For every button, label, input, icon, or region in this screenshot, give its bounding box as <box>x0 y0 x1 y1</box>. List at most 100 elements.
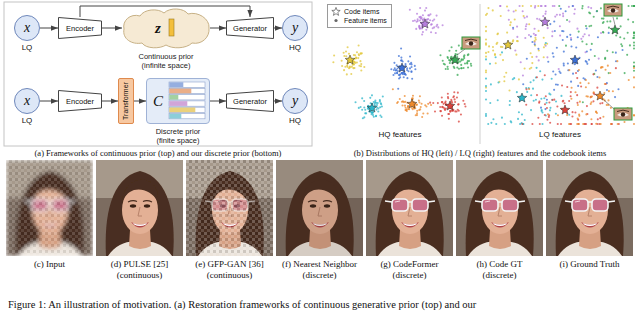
feature-dot <box>595 111 597 113</box>
generator-block: Generator <box>226 17 274 39</box>
feature-dot <box>592 100 594 102</box>
feature-dot <box>409 67 411 69</box>
feature-dot <box>379 99 381 101</box>
feature-dot <box>372 111 374 113</box>
quality-tag: HQ <box>271 116 319 125</box>
flow-arrow <box>40 101 58 102</box>
feature-dot <box>584 78 586 80</box>
feature-dot <box>464 103 466 105</box>
feature-dot <box>586 27 588 29</box>
feature-dot <box>563 64 565 66</box>
face-photo-part <box>366 160 453 256</box>
face-photo <box>546 160 633 256</box>
feature-dot <box>457 92 459 94</box>
feature-dot <box>591 123 593 125</box>
feature-dot <box>581 110 583 112</box>
feature-dot <box>540 107 542 109</box>
feature-dot <box>497 32 499 34</box>
feature-dot <box>419 27 421 29</box>
feature-dot <box>568 21 570 23</box>
feature-dot <box>447 57 449 59</box>
feature-dot <box>604 57 606 59</box>
feature-dot <box>633 32 635 34</box>
feature-dot <box>602 18 604 20</box>
feature-dot <box>411 78 413 80</box>
feature-dot <box>485 30 487 32</box>
code-item-star <box>503 40 513 49</box>
feature-dot <box>512 41 514 43</box>
feature-dot <box>596 112 598 114</box>
feature-dot <box>485 90 487 92</box>
feature-dot <box>467 66 469 68</box>
feature-dot <box>525 25 527 27</box>
feature-dot <box>380 102 382 104</box>
code-item-stars <box>345 17 620 114</box>
feature-dot <box>363 116 365 118</box>
feature-dot <box>578 31 580 33</box>
feature-dot <box>611 123 613 125</box>
feature-dot <box>456 96 458 98</box>
feature-dot <box>559 14 561 16</box>
feature-dot <box>633 5 635 7</box>
feature-dot <box>457 109 459 111</box>
label-slot: LQ features <box>520 130 600 140</box>
feature-dot <box>540 5 542 7</box>
feature-dot <box>418 25 420 27</box>
feature-dot <box>410 62 412 64</box>
feature-dot <box>557 114 559 116</box>
feature-dot <box>412 20 414 22</box>
feature-dot <box>633 123 635 125</box>
feature-dot <box>585 95 587 97</box>
feature-dot <box>528 88 530 90</box>
feature-dot <box>633 32 635 34</box>
feature-dot <box>520 61 522 63</box>
encoder-block: Encoder <box>58 17 102 39</box>
feature-dot <box>582 35 584 37</box>
feature-dot <box>457 74 459 76</box>
feature-dot <box>332 61 334 63</box>
feature-dot <box>467 54 469 56</box>
feature-dot <box>451 102 453 104</box>
feature-dot <box>579 101 581 103</box>
feature-dot <box>404 109 406 111</box>
feature-dot <box>556 105 558 107</box>
feature-dot <box>375 115 377 117</box>
feature-dot <box>555 100 557 102</box>
feature-dot <box>360 69 362 71</box>
feature-dot <box>566 19 568 21</box>
feature-dot <box>392 74 394 76</box>
feature-dot <box>562 39 564 41</box>
block-label: Transformer <box>121 79 131 123</box>
image-caption: (h) Code GT (discrete) <box>460 259 540 280</box>
legend-text: Feature items <box>344 16 387 25</box>
feature-dot <box>572 5 574 7</box>
feature-dot <box>576 28 578 30</box>
feature-dot <box>418 101 420 103</box>
feature-dot <box>503 76 505 78</box>
feature-dot <box>442 103 444 105</box>
feature-dot <box>525 28 527 30</box>
feature-dot <box>620 43 622 45</box>
feature-dot <box>492 118 494 120</box>
feature-dot <box>416 13 418 15</box>
feature-dot <box>629 44 631 46</box>
feature-dot <box>585 123 587 125</box>
feature-dot <box>568 100 570 102</box>
feature-dot <box>424 10 426 12</box>
feature-dot <box>348 53 350 55</box>
feature-dot <box>603 92 605 94</box>
feature-dot <box>633 65 635 67</box>
feature-dot <box>554 16 556 18</box>
feature-dot <box>545 95 547 97</box>
feature-dot <box>440 110 442 112</box>
feature-dot <box>501 117 503 119</box>
feature-dot <box>544 74 546 76</box>
feature-dot <box>608 32 610 34</box>
feature-dot <box>524 67 526 69</box>
feature-dot <box>633 31 635 33</box>
feature-dot <box>460 59 462 61</box>
feature-dot <box>633 42 635 44</box>
feature-dot <box>560 95 562 97</box>
feature-dot <box>536 76 538 78</box>
